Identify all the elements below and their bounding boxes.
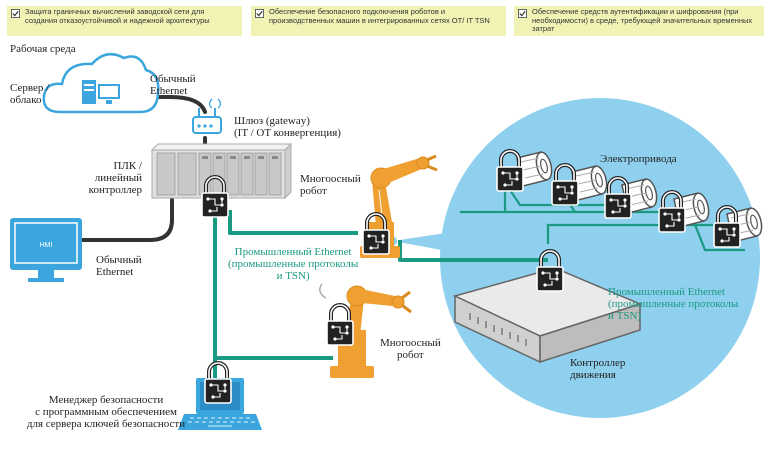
standard-ethernet-top-label: Обычный Ethernet [150, 73, 196, 97]
industrial-ethernet-right-label: Промышленный Ethernet (промышленные прот… [608, 286, 739, 322]
note-fault-tolerance: Защита граничных вычислений заводской се… [7, 6, 242, 36]
hmi-screen-text: HMI [40, 242, 53, 249]
note-authentication: Обеспечение средств аутентификации и шиф… [514, 6, 764, 36]
server-cloud-label: Сервер / облако [10, 82, 50, 106]
industrial-ethernet-left-label: Промышленный Ethernet (промышленные прот… [228, 246, 359, 282]
note-text: Защита граничных вычислений заводской се… [25, 7, 210, 25]
gateway-label: Шлюз (gateway) (IT / OT конвергенция) [234, 115, 341, 139]
robot2-label: Многоосный робот [380, 337, 441, 361]
note-text: Обеспечение средств аутентификации и шиф… [532, 7, 753, 33]
cloud-server-icon [42, 52, 160, 114]
work-environment-label: Рабочая среда [10, 43, 76, 55]
plc-rack-icon [150, 142, 293, 200]
checkbox-icon [11, 9, 20, 18]
industrial-ethernet-lines [213, 210, 548, 380]
laptop-lock-icon [203, 361, 233, 405]
drives-label: Электропривода [600, 153, 677, 165]
motion-controller-icon [452, 267, 643, 364]
security-manager-label: Менеджер безопасности с программным обес… [26, 394, 186, 430]
plc-label: ПЛК / линейный контроллер [88, 160, 142, 196]
robot2-lock-icon [325, 303, 355, 347]
hmi-monitor-icon [10, 218, 82, 282]
gateway-router-icon [192, 98, 222, 134]
checkbox-icon [255, 9, 264, 18]
robot1-label: Многоосный робот [300, 173, 361, 197]
motion-controller-label: Контроллер движения [570, 357, 626, 381]
note-secure-connection: Обеспечение безопасного подключения робо… [251, 6, 506, 36]
checkbox-icon [518, 9, 527, 18]
standard-ethernet-bottom-label: Обычный Ethernet [96, 254, 142, 278]
note-text: Обеспечение безопасного подключения робо… [269, 7, 490, 25]
